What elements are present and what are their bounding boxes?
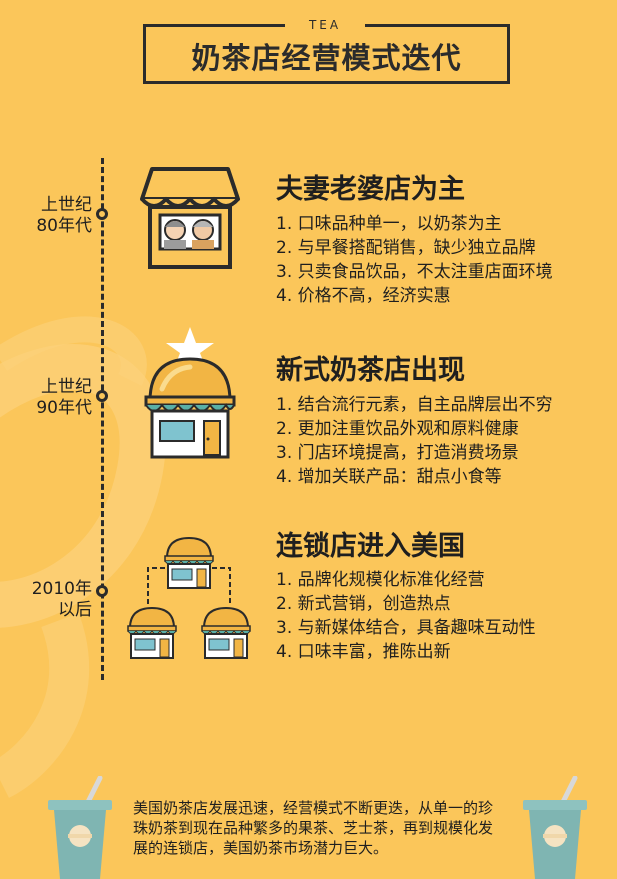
timeline-line xyxy=(101,158,104,680)
stage-1-point: 2. 与早餐搭配销售，缺少独立品牌 xyxy=(276,238,536,258)
stage-1-points: 1. 口味品种单一，以奶茶为主 2. 与早餐搭配销售，缺少独立品牌 3. 只卖食… xyxy=(276,212,553,308)
stage-2-title: 新式奶茶店出现 xyxy=(276,355,465,386)
tea-tag: TEA xyxy=(285,16,365,34)
era-label-1: 上世纪 80年代 xyxy=(22,195,92,237)
timeline-node-1 xyxy=(96,208,108,220)
era-line-1: 2010年 xyxy=(31,579,92,599)
era-line-2: 80年代 xyxy=(36,216,92,236)
stage-3-title: 连锁店进入美国 xyxy=(276,531,465,562)
page-title: 奶茶店经营模式迭代 xyxy=(191,41,462,75)
stage-1-title: 夫妻老婆店为主 xyxy=(276,174,465,205)
stage-2-point: 2. 更加注重饮品外观和原料健康 xyxy=(276,419,519,439)
era-label-2: 上世纪 90年代 xyxy=(22,377,92,419)
stage-2-point: 3. 门店环境提高，打造消费场景 xyxy=(276,443,519,463)
era-line-1: 上世纪 xyxy=(41,195,92,215)
stage-3-point: 3. 与新媒体结合，具备趣味互动性 xyxy=(276,618,536,638)
couple-shop-icon xyxy=(140,167,240,269)
milk-tea-cup-right-icon xyxy=(523,776,587,879)
footer-summary: 美国奶茶店发展迅速，经营模式不断更迭，从单一的珍珠奶茶到现在品种繁多的果茶、芝士… xyxy=(133,799,494,857)
stage-2-point: 1. 结合流行元素，自主品牌层出不穷 xyxy=(276,395,553,415)
stage-3-point: 2. 新式营销，创造热点 xyxy=(276,594,451,614)
timeline-node-3 xyxy=(96,585,108,597)
era-line-1: 上世纪 xyxy=(41,377,92,397)
stage-3-point: 4. 口味丰富，推陈出新 xyxy=(276,642,451,662)
chain-store-icon xyxy=(127,537,251,659)
era-label-3: 2010年 以后 xyxy=(22,579,92,621)
era-line-2: 90年代 xyxy=(36,398,92,418)
stage-1-point: 3. 只卖食品饮品，不太注重店面环境 xyxy=(276,262,553,282)
stage-2-point: 4. 增加关联产品：甜点小食等 xyxy=(276,467,502,487)
stage-3-point: 1. 品牌化规模化标准化经营 xyxy=(276,570,485,590)
stage-2-points: 1. 结合流行元素，自主品牌层出不穷 2. 更加注重饮品外观和原料健康 3. 门… xyxy=(276,393,553,489)
era-line-2: 以后 xyxy=(58,600,92,620)
timeline-node-2 xyxy=(96,390,108,402)
milk-tea-cup-left-icon xyxy=(48,776,112,879)
stage-1-point: 1. 口味品种单一，以奶茶为主 xyxy=(276,214,502,234)
stage-3-points: 1. 品牌化规模化标准化经营 2. 新式营销，创造热点 3. 与新媒体结合，具备… xyxy=(276,568,536,664)
tea-shop-icon xyxy=(144,327,236,459)
stage-1-point: 4. 价格不高，经济实惠 xyxy=(276,286,451,306)
